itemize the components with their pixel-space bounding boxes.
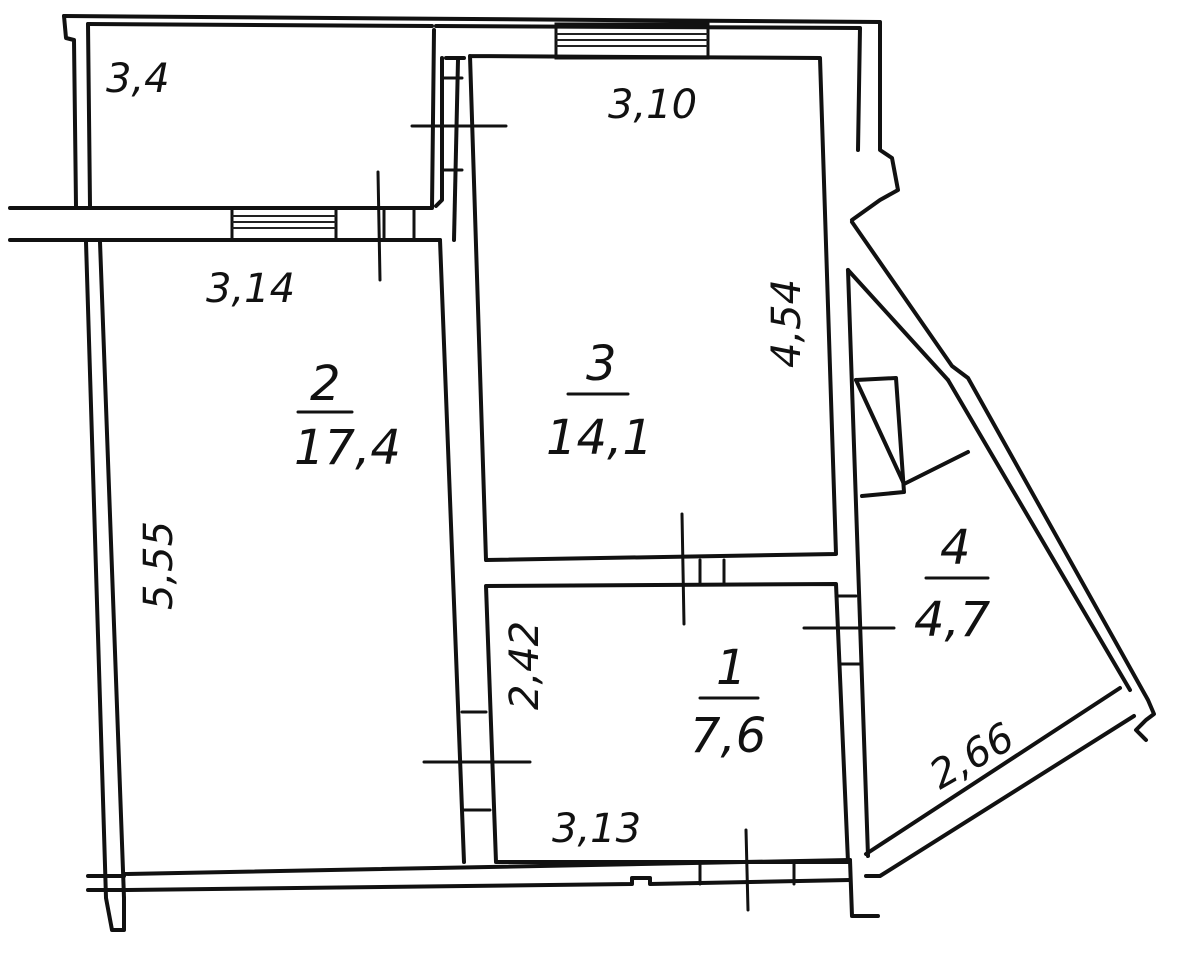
room-area: 17,4 [294,420,401,476]
room-labels: 2 17,4 3 14,1 1 7,6 4 4,7 [294,336,991,764]
room-label-2: 2 17,4 [294,356,401,476]
room-area: 4,7 [914,592,991,648]
outer-walls [62,14,1156,932]
room-label-3: 3 14,1 [546,336,653,466]
room-area: 14,1 [546,410,653,466]
windows [230,22,710,242]
room-number: 1 [716,640,747,696]
room-area: 7,6 [690,708,766,764]
dimension-labels: 3,4 3,10 4,54 3,14 5,55 2,42 3,13 2,66 [106,56,1022,852]
room-number: 2 [310,356,341,412]
dim-room2-length: 5,55 [136,521,182,610]
room-number: 4 [940,520,971,576]
dim-room1-width: 3,13 [552,806,641,852]
dim-room3-width: 3,10 [608,82,697,128]
balcony-stub [8,28,442,242]
dim-room1-depth: 2,42 [502,621,548,710]
door-markers [376,124,896,912]
room-label-1: 1 7,6 [690,640,766,764]
dim-room2-width: 3,14 [206,266,295,312]
room-number: 3 [586,336,617,392]
dim-top-left-room-width: 3,4 [106,56,170,102]
dim-room3-length: 4,54 [764,279,810,368]
room-label-4: 4 4,7 [914,520,991,648]
